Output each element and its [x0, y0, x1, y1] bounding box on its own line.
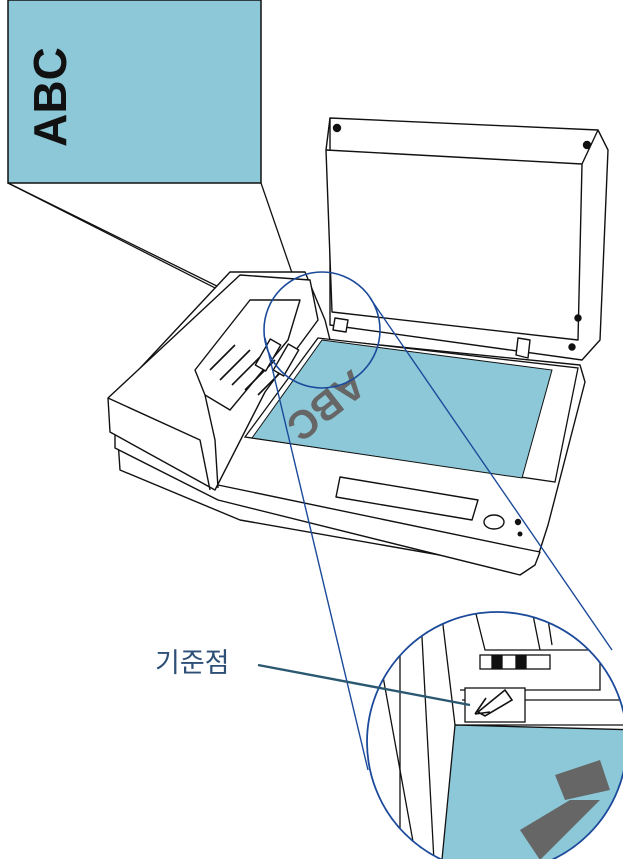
placed-document — [251, 339, 553, 479]
magnify-source-circle — [263, 271, 381, 389]
reference-point-callout: 기준점 — [155, 648, 471, 707]
flatbed-glass: ABC — [243, 337, 579, 483]
reference-point-leader-line — [257, 663, 471, 707]
document-cover — [325, 117, 609, 361]
document-card: ABC — [7, 0, 262, 184]
zoom-detail — [366, 611, 623, 859]
magnify-connector-lines — [264, 297, 613, 771]
reference-point-label: 기준점 — [155, 648, 230, 679]
document-card-text: ABC — [24, 47, 76, 147]
